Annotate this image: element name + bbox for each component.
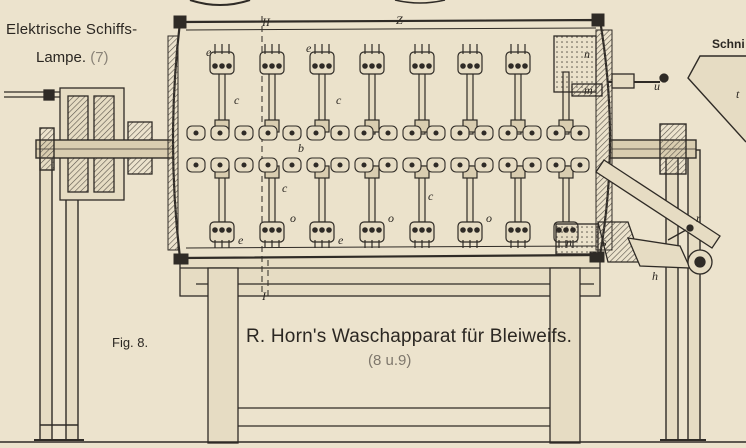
sub-title: (8 u.9) (368, 352, 412, 369)
label-I: I (262, 289, 266, 303)
label-b: b (298, 141, 304, 155)
shaft-hub (258, 125, 278, 173)
label-II: II (262, 15, 270, 29)
shaft-hub (234, 125, 254, 173)
label-c-4: c (428, 189, 434, 203)
label-r: r (696, 211, 701, 225)
shaft-hub (354, 125, 374, 173)
shaft-hub (282, 125, 302, 173)
shaft-hub (570, 125, 590, 173)
section-lines (261, 16, 269, 300)
label-e-bottom-2: e (338, 233, 344, 247)
shaft-hub (498, 125, 518, 173)
label-c-3: c (282, 181, 288, 195)
right-support (660, 149, 706, 441)
right-mechanism (553, 35, 721, 275)
label-h: h (652, 269, 658, 283)
label-c-2: c (336, 93, 342, 107)
label-u: u (654, 79, 660, 93)
shaft-hub (474, 125, 494, 173)
shaft-hub (186, 125, 206, 173)
paddle-arm (209, 44, 235, 248)
main-title: R. Horn's Waschapparat für Bleiweifs. (246, 326, 573, 347)
shaft-hub (378, 125, 398, 173)
label-m: m (584, 83, 593, 97)
figure-label: Fig. 8. (112, 335, 149, 350)
shaft-hub (402, 125, 422, 173)
paddle-arm (457, 44, 483, 248)
label-e-top: e (206, 45, 212, 59)
hopper (687, 55, 746, 143)
label-n-bottom: n (566, 235, 572, 249)
top-fragment-right (394, 0, 446, 4)
paddle-arm (505, 44, 531, 248)
label-e-top-2: e (306, 41, 312, 55)
shaft-hub (330, 125, 350, 173)
caption-lamp-number: (7) (90, 49, 109, 66)
top-fragment (189, 0, 251, 6)
shaft-hub (210, 125, 230, 173)
shaft-hub (426, 125, 446, 173)
label-o-2: o (388, 211, 394, 225)
base-frame (0, 251, 746, 444)
label-o-3: o (486, 211, 492, 225)
shaft-hub (306, 125, 326, 173)
left-support (34, 149, 84, 441)
label-t: t (736, 87, 740, 101)
caption-lamp-word: Lampe. (36, 49, 87, 66)
label-s: s (602, 235, 607, 249)
paddle-arms (209, 44, 579, 248)
shaft-hub (546, 125, 566, 173)
label-e-bottom-1: e (238, 233, 244, 247)
cut-off-text: Schni (712, 37, 745, 51)
shaft-hub (450, 125, 470, 173)
caption-lamp-title: Elektrische Schiffs- (6, 21, 138, 38)
shaft-hubs (186, 125, 590, 173)
label-o-1: o (290, 211, 296, 225)
label-c-1: c (234, 93, 240, 107)
label-n-top: n (584, 47, 590, 61)
shaft-hub (522, 125, 542, 173)
caption-lamp-line2: Lampe. (7) (36, 50, 109, 65)
label-Z: Z (396, 13, 403, 27)
